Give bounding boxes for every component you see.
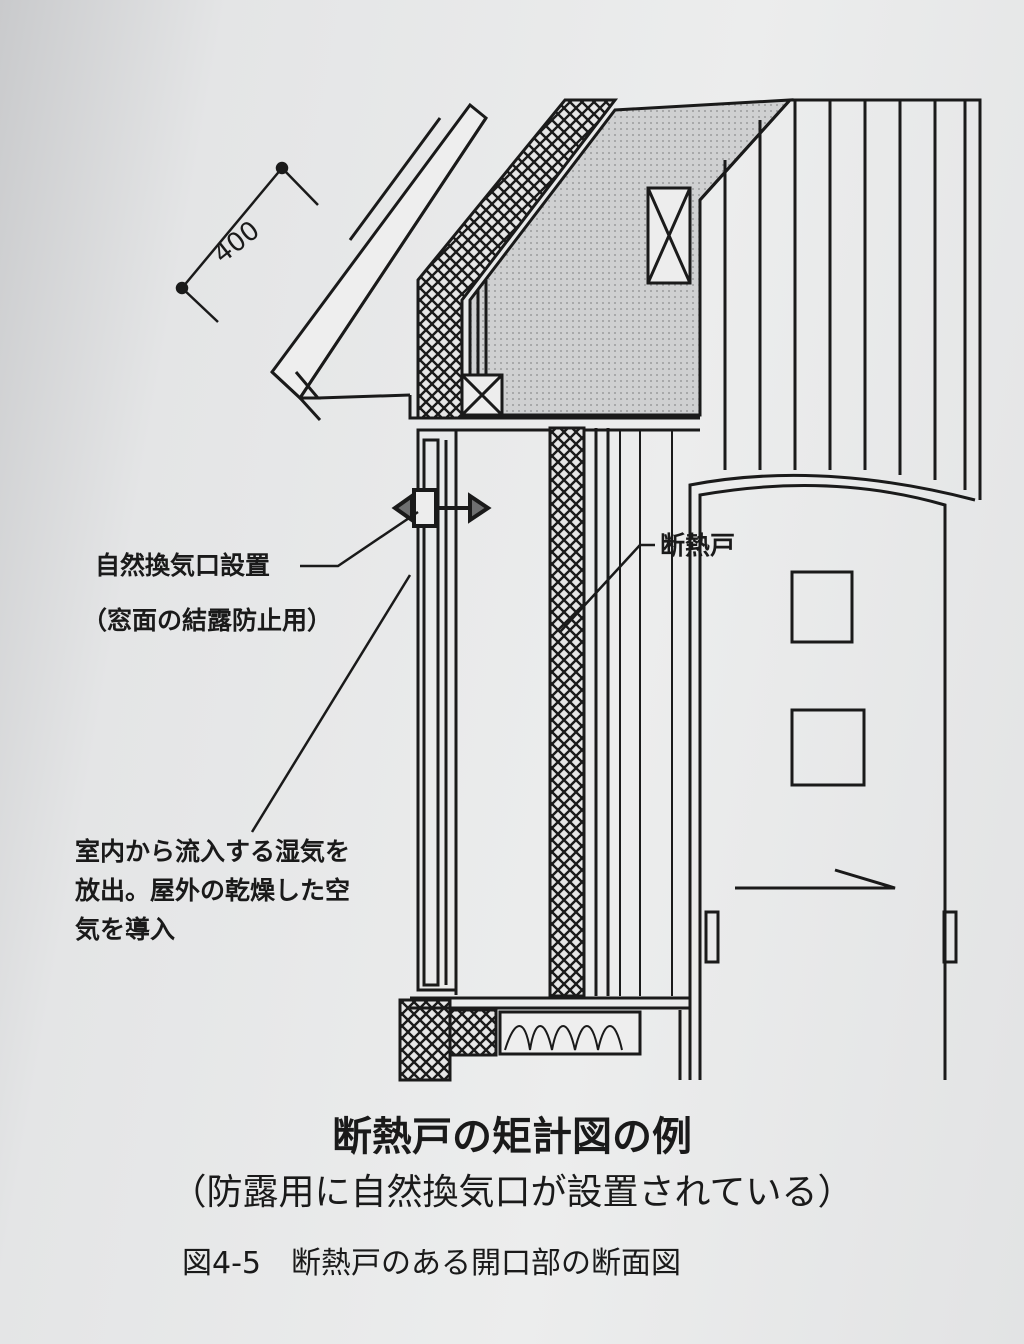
caption-subtitle: （防露用に自然換気口が設置されている）	[170, 1172, 854, 1213]
insulated-door	[548, 426, 673, 998]
caption-title: 断熱戸の矩計図の例	[332, 1114, 692, 1160]
attic-insulation	[468, 98, 794, 417]
figure-caption: 図4-5 断熱戸のある開口部の断面図	[182, 1246, 681, 1281]
vent-label-line1: 自然換気口設置	[95, 551, 271, 580]
dimension-400	[175, 161, 319, 323]
moisture-label-line1: 室内から流入する湿気を	[75, 837, 351, 866]
vent-label-line2: （窓面の結露防止用）	[82, 606, 333, 635]
floor-section	[398, 996, 690, 1082]
moisture-label-line3: 気を導入	[75, 915, 176, 944]
eave-block	[460, 280, 504, 417]
attic-vent	[646, 186, 692, 285]
interior-wall	[698, 98, 982, 500]
interior-door	[688, 473, 976, 1080]
vent-arrow	[391, 488, 492, 528]
door-label: 断熱戸	[660, 531, 736, 560]
window-frame	[416, 428, 458, 995]
roof-eave	[269, 102, 489, 422]
leader-lines	[250, 510, 655, 833]
moisture-label-line2: 放出。屋外の乾燥した空	[75, 876, 351, 905]
